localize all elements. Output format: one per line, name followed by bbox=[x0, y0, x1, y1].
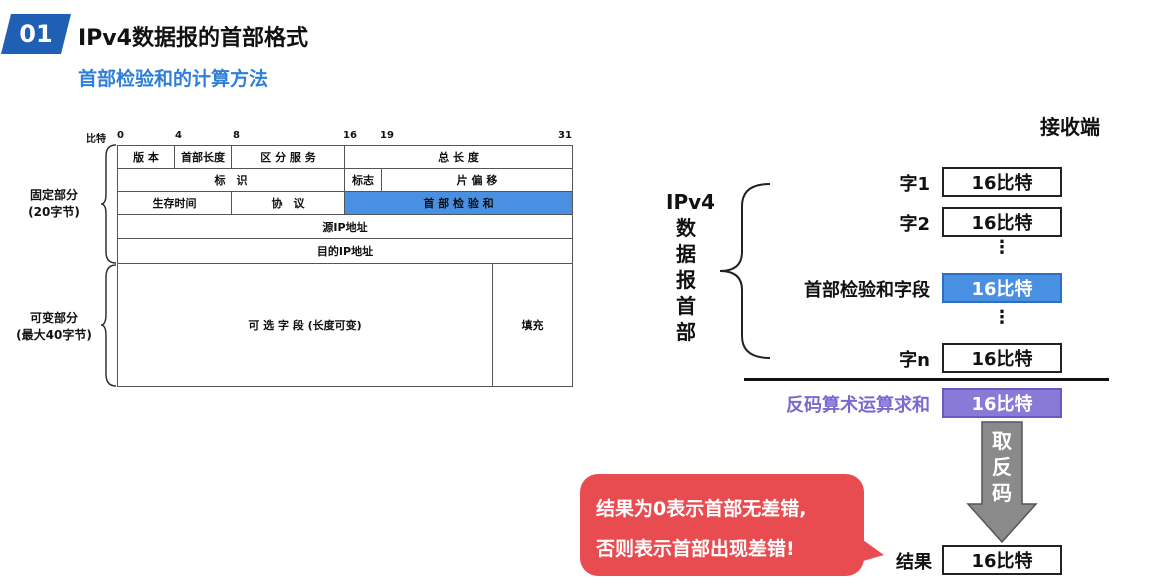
cell-flags: 标志 bbox=[344, 168, 382, 192]
fixed-part-label: 固定部分(20字节) bbox=[28, 188, 80, 219]
checksum-field-box: 16比特 bbox=[942, 273, 1062, 303]
sum-label: 反码算术运算求和 bbox=[786, 395, 930, 416]
word1-box: 16比特 bbox=[942, 167, 1062, 197]
sum-divider-line bbox=[744, 378, 1109, 381]
result-box: 16比特 bbox=[942, 545, 1062, 575]
callout-line-2: 否则表示首部出现差错! bbox=[596, 538, 795, 560]
cell-header-length: 首部长度 bbox=[174, 145, 232, 169]
section-badge: 01 bbox=[19, 20, 53, 48]
sum-box: 16比特 bbox=[942, 388, 1062, 418]
bit-mark-31: 31 bbox=[558, 130, 572, 141]
cell-options: 可 选 字 段 (长度可变) bbox=[117, 263, 493, 387]
cell-dscp: 区 分 服 务 bbox=[231, 145, 345, 169]
word2-label: 字2 bbox=[899, 214, 930, 235]
negate-arrow-icon bbox=[966, 421, 1038, 544]
ellipsis-icon: ⋮ bbox=[993, 237, 1011, 258]
cell-total-length: 总 长 度 bbox=[344, 145, 573, 169]
header-brace bbox=[719, 183, 771, 359]
bit-mark-0: 0 bbox=[117, 130, 124, 141]
cell-version: 版 本 bbox=[117, 145, 175, 169]
ipv4-header-vertical-label: IPv4 数 据 报 首 部 bbox=[666, 190, 716, 344]
bit-mark-19: 19 bbox=[380, 130, 394, 141]
ellipsis-icon: ⋮ bbox=[993, 307, 1011, 328]
word1-label: 字1 bbox=[899, 174, 930, 195]
cell-dest-ip: 目的IP地址 bbox=[117, 238, 573, 264]
bit-mark-16: 16 bbox=[343, 130, 357, 141]
cell-header-checksum: 首 部 检 验 和 bbox=[344, 191, 573, 215]
checksum-field-label: 首部检验和字段 bbox=[804, 280, 930, 301]
word2-box: 16比特 bbox=[942, 207, 1062, 237]
page-subtitle: 首部检验和的计算方法 bbox=[78, 68, 269, 90]
table-braces bbox=[100, 144, 117, 387]
cell-fragment-offset: 片 偏 移 bbox=[381, 168, 573, 192]
cell-identification: 标 识 bbox=[117, 168, 345, 192]
bit-label: 比特 bbox=[86, 134, 106, 145]
cell-source-ip: 源IP地址 bbox=[117, 214, 573, 239]
negate-label: 取 反 码 bbox=[992, 429, 1012, 505]
bit-mark-4: 4 bbox=[175, 130, 182, 141]
result-callout-bubble: 结果为0表示首部无差错, 否则表示首部出现差错! bbox=[580, 474, 864, 576]
cell-padding: 填充 bbox=[492, 263, 573, 387]
result-label: 结果 bbox=[896, 552, 932, 573]
callout-line-1: 结果为0表示首部无差错, bbox=[596, 498, 807, 520]
cell-ttl: 生存时间 bbox=[117, 191, 232, 215]
bit-mark-8: 8 bbox=[233, 130, 240, 141]
wordn-label: 字n bbox=[899, 350, 930, 371]
wordn-box: 16比特 bbox=[942, 343, 1062, 373]
page-title: IPv4数据报的首部格式 bbox=[78, 26, 308, 51]
variable-part-label: 可变部分(最大40字节) bbox=[16, 311, 92, 342]
receiver-title: 接收端 bbox=[1040, 115, 1100, 139]
cell-protocol: 协 议 bbox=[231, 191, 345, 215]
